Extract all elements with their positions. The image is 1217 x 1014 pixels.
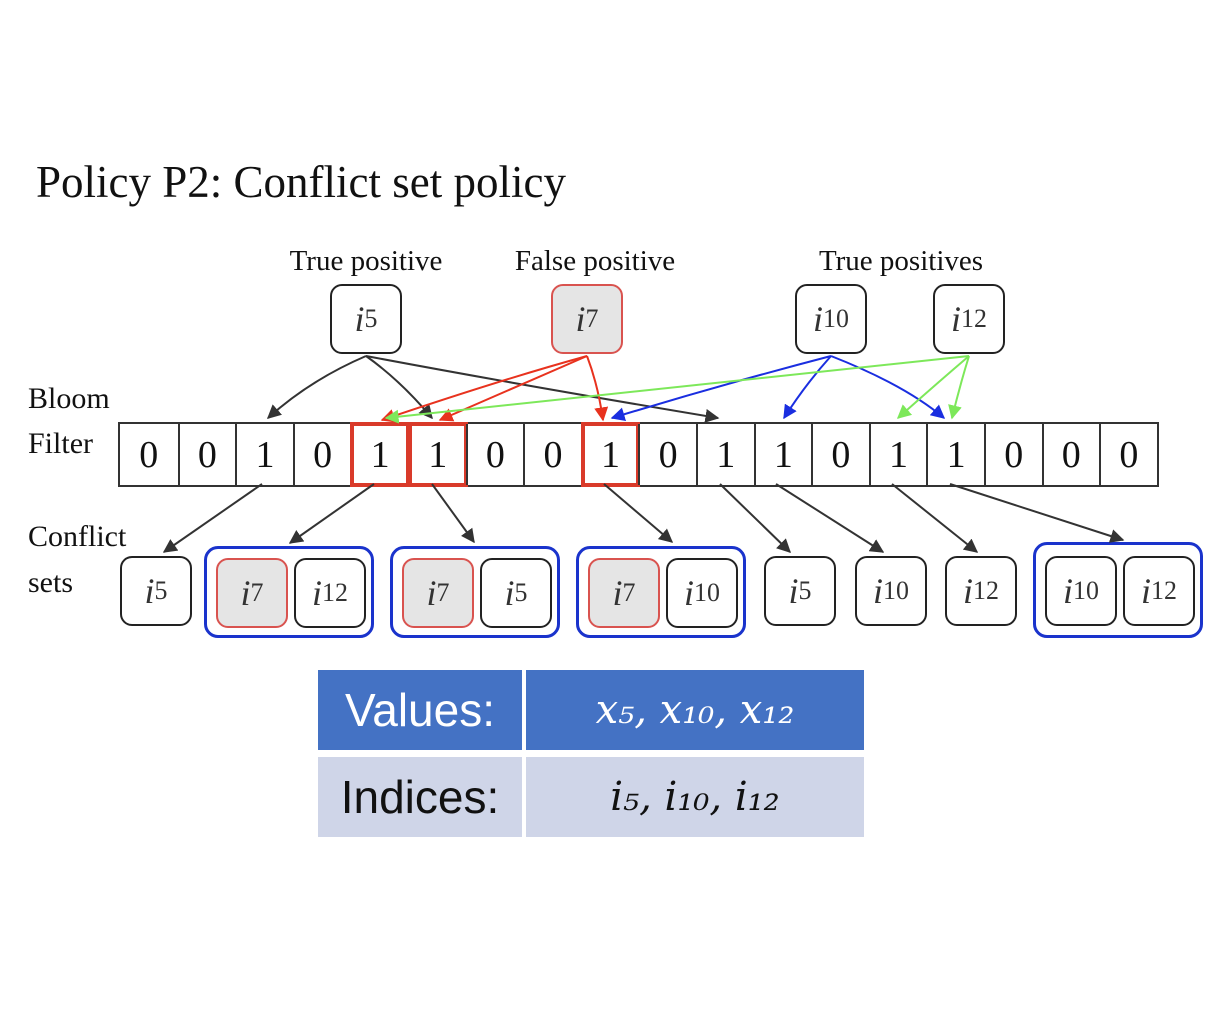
values-row: Values: x₅, x₁₀, x₁₂ xyxy=(318,670,864,750)
slide-title: Policy P2: Conflict set policy xyxy=(36,157,566,207)
arrow-bit10-set5 xyxy=(719,483,792,553)
arrow-bit14-set8 xyxy=(949,483,1125,543)
bloom-label: Bloom xyxy=(28,382,110,415)
bit-17: 0 xyxy=(1099,424,1157,485)
false-positive-label: False positive xyxy=(514,245,676,277)
bit-7: 0 xyxy=(523,424,581,485)
arrow-i5-bit10 xyxy=(365,355,720,423)
arrow-bit11-set6 xyxy=(775,483,885,553)
bit-0: 0 xyxy=(139,433,159,476)
values-label: Values: xyxy=(318,670,522,750)
bit-1: 0 xyxy=(177,424,236,485)
indices-label: Indices: xyxy=(318,757,522,837)
arrow-i5-bit5 xyxy=(365,355,433,420)
bit-3: 0 xyxy=(292,424,351,485)
bit-11: 1 xyxy=(753,424,812,485)
arrow-bit5-set3 xyxy=(431,483,475,544)
indices-row: Indices: i₅, i₁₀, i₁₂ xyxy=(318,757,864,837)
bit-13: 1 xyxy=(868,424,927,485)
bit-9: 0 xyxy=(638,424,696,485)
sets-label: sets xyxy=(28,566,73,599)
arrow-bit13-set7 xyxy=(891,483,979,553)
arrow-i10-bit14 xyxy=(830,355,946,419)
bit-15: 0 xyxy=(983,424,1042,485)
arrow-bit4-set2 xyxy=(288,483,375,544)
arrow-i12-bit14 xyxy=(948,355,970,420)
true-positive-label: True positive xyxy=(289,245,443,277)
result-table: Values: x₅, x₁₀, x₁₂ Indices: i₅, i₁₀, i… xyxy=(318,670,864,837)
bit-12: 0 xyxy=(811,424,869,485)
bit-10: 1 xyxy=(695,424,754,485)
indices-cell: i₅, i₁₀, i₁₂ xyxy=(526,757,864,837)
arrow-i12-bit13 xyxy=(896,355,970,419)
arrow-bit8-set4 xyxy=(603,483,674,543)
bloom-filter: 0 0 1 0 1 1 0 0 1 0 1 1 0 1 1 0 0 0 xyxy=(118,422,1159,487)
filter-label: Filter xyxy=(28,427,93,460)
values-cell: x₅, x₁₀, x₁₂ xyxy=(526,670,864,750)
arrow-i10-bit11 xyxy=(783,355,832,420)
conflict-label: Conflict xyxy=(28,520,127,553)
arrow-i5-bit2 xyxy=(266,355,367,419)
arrow-i7-bit5 xyxy=(438,355,588,422)
arrow-i10-bit8 xyxy=(610,355,832,422)
bit-16: 0 xyxy=(1041,424,1100,485)
true-positives-label: True positives xyxy=(818,245,984,277)
arrow-i7-bit8 xyxy=(586,355,609,422)
arrow-i12-bit4 xyxy=(384,355,970,424)
bit-2: 1 xyxy=(235,424,293,485)
bit-14: 1 xyxy=(926,424,984,485)
arrow-i7-bit4 xyxy=(380,355,588,423)
bit-6: 0 xyxy=(465,424,524,485)
arrow-bit2-set1 xyxy=(162,483,263,553)
